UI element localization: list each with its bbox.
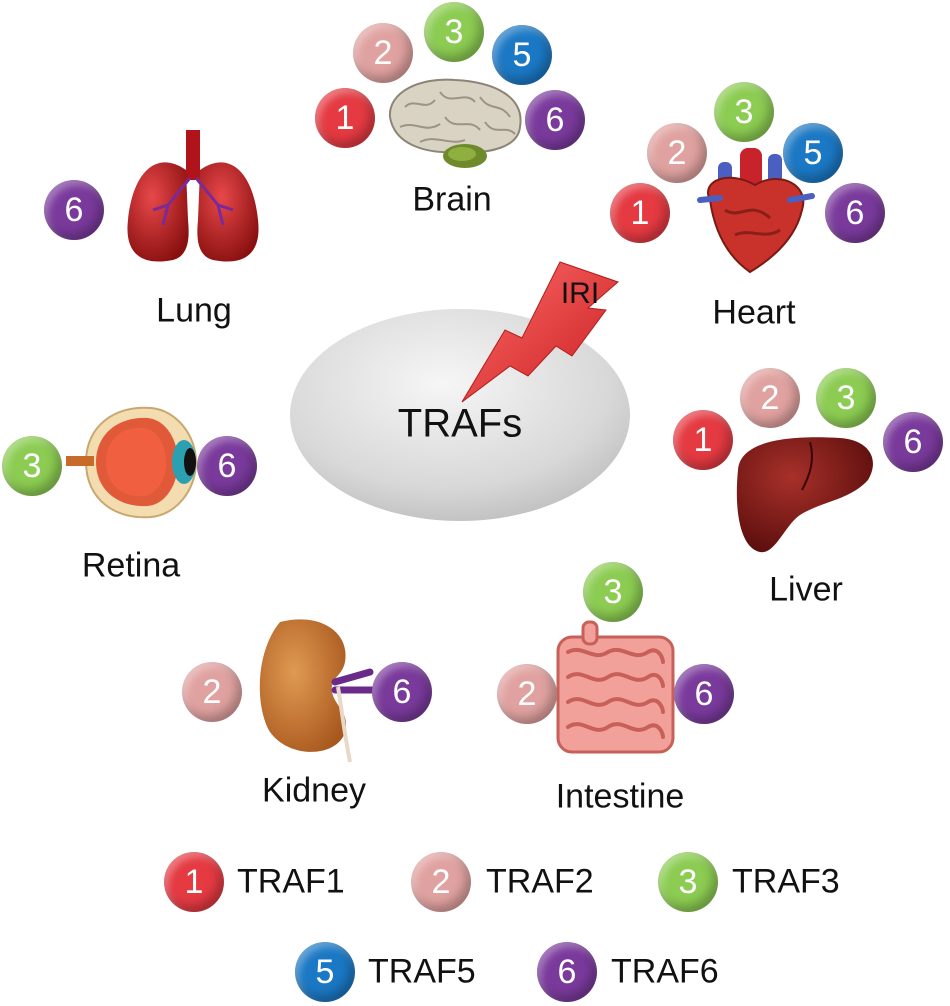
organ-label-kidney: Kidney bbox=[262, 771, 366, 810]
organ-label-lung: Lung bbox=[156, 291, 232, 330]
badge-heart-traf6: 6 bbox=[825, 183, 885, 243]
legend-label-traf6: TRAF6 bbox=[611, 952, 719, 991]
badge-brain-traf2: 2 bbox=[353, 23, 413, 83]
badge-heart-traf1: 1 bbox=[610, 183, 670, 243]
legend-badge-traf1: 1 bbox=[164, 852, 224, 912]
brain-icon bbox=[388, 78, 522, 168]
badge-brain-traf6: 6 bbox=[525, 90, 585, 150]
legend-label-traf3: TRAF3 bbox=[732, 862, 840, 901]
badge-kidney-traf6: 6 bbox=[372, 662, 432, 722]
legend-badge-traf3: 3 bbox=[658, 852, 718, 912]
legend-label-traf1: TRAF1 bbox=[237, 862, 345, 901]
badge-brain-traf1: 1 bbox=[315, 88, 375, 148]
center-label: TRAFs bbox=[397, 401, 523, 446]
badge-liver-traf2: 2 bbox=[740, 368, 800, 428]
badge-heart-traf5: 5 bbox=[783, 123, 843, 183]
badge-heart-traf2: 2 bbox=[647, 123, 707, 183]
heart-icon bbox=[697, 148, 815, 274]
legend-label-traf5: TRAF5 bbox=[368, 952, 476, 991]
badge-liver-traf1: 1 bbox=[673, 410, 733, 470]
badge-lung-traf6: 6 bbox=[44, 180, 104, 240]
organ-label-brain: Brain bbox=[412, 180, 492, 219]
badge-retina-traf6: 6 bbox=[197, 436, 257, 496]
badge-brain-traf5: 5 bbox=[492, 25, 552, 85]
legend-badge-traf2: 2 bbox=[411, 852, 471, 912]
organ-label-heart: Heart bbox=[712, 293, 796, 332]
legend-label-traf2: TRAF2 bbox=[486, 862, 594, 901]
liver-icon bbox=[736, 437, 873, 553]
badge-liver-traf6: 6 bbox=[883, 412, 943, 472]
badge-retina-traf3: 3 bbox=[2, 436, 62, 496]
organ-label-intestine: Intestine bbox=[555, 777, 685, 816]
legend-badge-traf6: 6 bbox=[537, 942, 597, 1002]
organ-label-retina: Retina bbox=[81, 546, 181, 585]
badge-kidney-traf2: 2 bbox=[182, 662, 242, 722]
badge-liver-traf3: 3 bbox=[816, 368, 876, 428]
badge-heart-traf3: 3 bbox=[714, 82, 774, 142]
kidney-icon bbox=[259, 619, 376, 763]
badge-brain-traf3: 3 bbox=[424, 2, 484, 62]
badge-intestine-traf6: 6 bbox=[674, 664, 734, 724]
badge-intestine-traf2: 2 bbox=[497, 664, 557, 724]
organ-label-liver: Liver bbox=[769, 570, 843, 609]
intestine-icon bbox=[556, 620, 675, 754]
legend-badge-traf5: 5 bbox=[295, 942, 355, 1002]
badge-intestine-traf3: 3 bbox=[583, 562, 643, 622]
lung-icon bbox=[127, 130, 259, 262]
eye-icon bbox=[66, 406, 198, 519]
iri-label: IRI bbox=[560, 277, 600, 310]
